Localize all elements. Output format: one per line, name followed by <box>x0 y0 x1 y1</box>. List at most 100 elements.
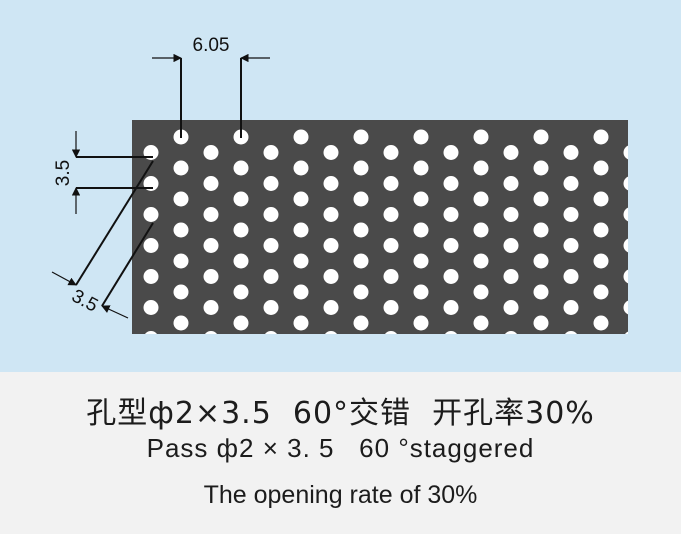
dimension-diagonal <box>51 160 154 319</box>
hole <box>623 238 628 253</box>
hole <box>353 160 369 176</box>
hole <box>353 129 369 145</box>
hole <box>293 160 309 176</box>
hole <box>383 207 399 222</box>
hole <box>443 300 459 315</box>
hole <box>173 191 189 207</box>
hole <box>203 300 219 315</box>
hole <box>323 300 339 315</box>
hole <box>233 253 249 269</box>
hole <box>353 284 369 300</box>
hole <box>323 145 339 160</box>
hole <box>503 176 519 191</box>
hole <box>473 253 489 269</box>
hole <box>265 331 277 334</box>
hole <box>263 269 279 284</box>
hole <box>413 129 429 145</box>
hole <box>473 160 489 176</box>
hole <box>593 129 609 145</box>
hole <box>623 176 628 191</box>
hole <box>143 300 159 315</box>
hole <box>233 315 249 331</box>
hole <box>323 207 339 222</box>
hole <box>203 269 219 284</box>
hole <box>203 207 219 222</box>
hole <box>473 191 489 207</box>
hole <box>325 331 337 334</box>
hole <box>263 238 279 253</box>
hole <box>593 315 609 331</box>
hole <box>443 238 459 253</box>
hole <box>263 176 279 191</box>
hole <box>563 176 579 191</box>
hole <box>353 191 369 207</box>
caption-chinese: 孔型ф2×3.5 60°交错 开孔率30% <box>86 396 595 431</box>
hole <box>323 176 339 191</box>
hole <box>533 160 549 176</box>
hole <box>173 284 189 300</box>
hole <box>503 207 519 222</box>
hole <box>233 284 249 300</box>
hole <box>413 284 429 300</box>
hole <box>293 284 309 300</box>
hole <box>233 222 249 238</box>
hole <box>293 222 309 238</box>
hole <box>413 160 429 176</box>
hole <box>143 207 159 222</box>
hole <box>533 315 549 331</box>
hole <box>473 284 489 300</box>
hole <box>353 253 369 269</box>
hole <box>443 269 459 284</box>
hole <box>263 145 279 160</box>
hole <box>533 129 549 145</box>
hole <box>353 222 369 238</box>
hole <box>233 160 249 176</box>
extension-line-diagonal-lower <box>101 222 154 307</box>
caption-english-spec: Pass ф2 × 3. 5 60 °staggered <box>146 433 535 463</box>
hole <box>563 145 579 160</box>
hole <box>473 222 489 238</box>
hole <box>263 207 279 222</box>
hole <box>593 284 609 300</box>
hole <box>383 269 399 284</box>
hole <box>563 300 579 315</box>
hole <box>293 253 309 269</box>
hole <box>593 253 609 269</box>
dimension-vertical <box>71 131 153 214</box>
dimension-arrow-diagonal-upper <box>51 271 77 286</box>
hole <box>443 207 459 222</box>
hole <box>563 269 579 284</box>
hole <box>173 253 189 269</box>
hole <box>473 129 489 145</box>
hole <box>293 129 309 145</box>
hole <box>383 176 399 191</box>
caption-english-open-rate: The opening rate of 30% <box>203 481 478 509</box>
lower-background <box>0 372 681 534</box>
hole <box>203 145 219 160</box>
hole <box>413 191 429 207</box>
hole <box>473 315 489 331</box>
hole <box>593 191 609 207</box>
hole <box>623 269 628 284</box>
hole <box>293 315 309 331</box>
hole <box>623 207 628 222</box>
hole <box>323 238 339 253</box>
hole <box>503 145 519 160</box>
hole <box>533 191 549 207</box>
dimension-label-horizontal: 6.05 <box>193 35 230 56</box>
hole-pattern <box>143 129 628 334</box>
dimension-arrow-diagonal-lower <box>101 305 129 319</box>
hole <box>505 331 517 334</box>
hole <box>173 315 189 331</box>
hole <box>233 191 249 207</box>
extension-line-diagonal-upper <box>75 160 154 286</box>
hole <box>143 269 159 284</box>
hole <box>533 222 549 238</box>
hole <box>413 253 429 269</box>
hole <box>445 331 457 334</box>
hole <box>443 176 459 191</box>
hole <box>383 145 399 160</box>
hole <box>623 145 628 160</box>
hole <box>503 300 519 315</box>
